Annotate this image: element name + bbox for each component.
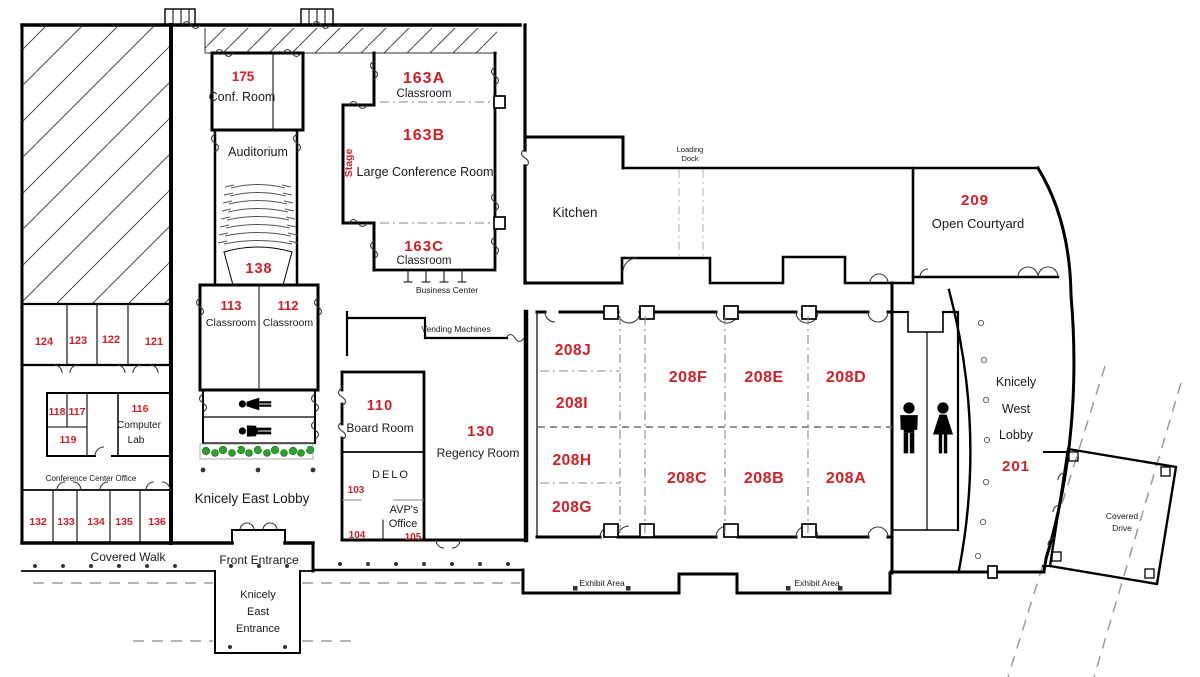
east-restroom-men-icon	[238, 425, 272, 437]
label-208a: 208A	[826, 470, 866, 487]
label-163b-name: Large Conference Room	[357, 165, 494, 179]
label-business-center: Business Center	[416, 285, 479, 295]
south-strip-walls	[21, 522, 892, 654]
label-163b-num: 163B	[403, 127, 445, 144]
label-cc-office: Conference Center Office	[46, 474, 137, 483]
label-135: 135	[115, 516, 133, 528]
womens-restroom-icon	[932, 402, 954, 454]
label-116-name-2: Lab	[128, 435, 145, 446]
hall-208-walls	[535, 281, 894, 575]
label-138: 138	[245, 261, 272, 277]
label-116-name-1: Computer	[117, 420, 162, 431]
lobby-column-dots	[200, 467, 316, 473]
label-exhibit-west: Exhibit Area	[579, 578, 625, 588]
label-east-lobby: Knicely East Lobby	[195, 491, 310, 506]
label-auditorium: Auditorium	[228, 145, 288, 159]
label-110-num: 110	[367, 398, 393, 414]
label-stage: Stage	[343, 149, 355, 178]
label-208j: 208J	[555, 342, 591, 359]
label-117: 117	[69, 406, 86, 418]
label-103: 103	[348, 485, 365, 496]
mens-restroom-icon	[900, 402, 918, 454]
label-208h: 208H	[552, 452, 591, 469]
label-163c-name: Classroom	[397, 255, 452, 267]
west-lobby-walls	[889, 288, 1046, 579]
label-123: 123	[69, 335, 87, 347]
label-163c-num: 163C	[404, 238, 444, 255]
label-exhibit-east: Exhibit Area	[794, 578, 840, 588]
east-restrooms-walls	[198, 389, 320, 444]
label-201: 201	[1002, 458, 1030, 475]
label-loading-2: Dock	[681, 154, 698, 163]
label-175-num: 175	[232, 69, 255, 84]
label-208f: 208F	[669, 369, 707, 386]
label-208c: 208C	[667, 470, 707, 487]
label-163a-name: Classroom	[397, 88, 452, 100]
label-132: 132	[29, 516, 47, 528]
label-122: 122	[102, 334, 120, 346]
east-restroom-women-icon	[238, 397, 272, 411]
label-110-name: Board Room	[346, 421, 413, 435]
label-112-name: Classroom	[263, 317, 313, 329]
label-west-lobby-2: West	[1002, 402, 1031, 416]
landscape-strip	[199, 443, 315, 460]
label-loading-1: Loading	[677, 145, 704, 154]
left-office-rooms-walls	[20, 302, 172, 544]
label-west-lobby-3: Lobby	[999, 428, 1034, 442]
label-118: 118	[49, 406, 66, 418]
label-136: 136	[148, 516, 166, 528]
label-covered-walk: Covered Walk	[91, 550, 167, 564]
auditorium-walls	[210, 128, 302, 287]
label-vending: Vending Machines	[421, 324, 490, 334]
label-209: 209	[961, 192, 989, 209]
walkway-dots	[33, 562, 843, 649]
kitchen-corridor-walls	[520, 23, 1040, 285]
label-208d: 208D	[826, 369, 866, 386]
label-east-entrance-2: East	[247, 606, 269, 618]
label-121: 121	[145, 336, 163, 348]
label-208g: 208G	[552, 499, 592, 516]
label-105: 105	[405, 532, 422, 543]
label-124: 124	[35, 336, 54, 348]
label-116: 116	[132, 403, 149, 415]
classrooms-113-112-walls	[195, 283, 323, 392]
labels: 175 Conf. Room Auditorium 138 113 Classr…	[29, 69, 1138, 635]
hatched-areas	[23, 27, 497, 303]
label-113-num: 113	[221, 298, 242, 313]
label-east-entrance-1: Knicely	[240, 589, 276, 601]
label-courtyard: Open Courtyard	[932, 216, 1025, 231]
vending-regency-110-walls	[337, 309, 538, 549]
label-delo: DELO	[372, 469, 410, 481]
label-west-lobby-1: Knicely	[996, 375, 1037, 389]
block-163-walls	[341, 51, 506, 272]
label-112-num: 112	[278, 298, 299, 313]
label-avp-2: Office	[389, 518, 418, 530]
label-163a-num: 163A	[403, 70, 445, 87]
label-covered-drive-2: Drive	[1112, 523, 1132, 533]
label-kitchen: Kitchen	[552, 205, 597, 220]
label-front-entrance: Front Entrance	[219, 553, 299, 567]
covered-drive	[1042, 447, 1178, 586]
label-133: 133	[57, 516, 75, 528]
auditorium-seating	[217, 184, 299, 245]
label-130-name: Regency Room	[437, 446, 520, 460]
label-covered-drive-1: Covered	[1106, 511, 1138, 521]
business-center-marks	[403, 270, 467, 283]
label-104: 104	[349, 530, 366, 541]
label-119: 119	[60, 434, 77, 446]
label-avp-1: AVP's	[390, 504, 419, 516]
label-east-entrance-3: Entrance	[236, 623, 280, 635]
label-208b: 208B	[744, 470, 784, 487]
label-134: 134	[87, 516, 105, 528]
label-208e: 208E	[744, 369, 783, 386]
label-175-name: Conf. Room	[209, 90, 276, 104]
label-208i: 208I	[556, 395, 588, 412]
conf-room-175-walls	[210, 48, 305, 132]
label-113-name: Classroom	[206, 317, 256, 329]
label-130-num: 130	[467, 423, 495, 440]
